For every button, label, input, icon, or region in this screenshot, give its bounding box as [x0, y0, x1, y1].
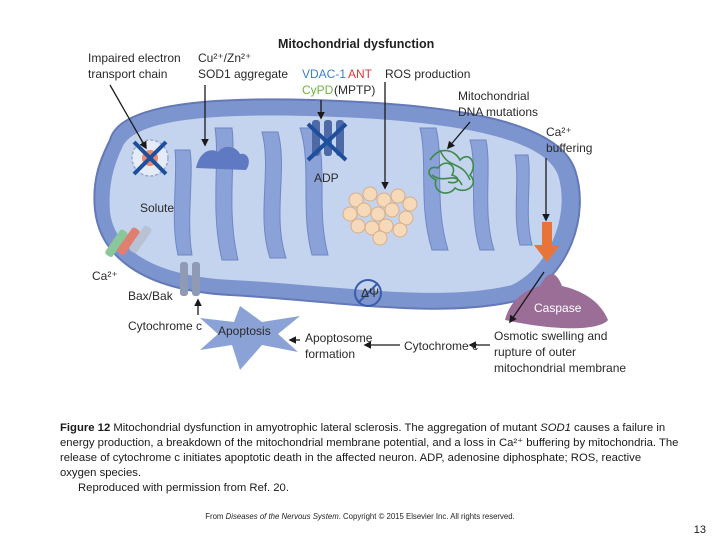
- figure-caption: Figure 12 Mitochondrial dysfunction in a…: [60, 421, 680, 496]
- inhibition-x-icon: [132, 140, 168, 176]
- source-suffix: . Copyright © 2015 Elsevier Inc. All rig…: [338, 512, 515, 521]
- sod1-aggregate-shape: [196, 146, 249, 170]
- label-delta-psi: ΔΨ: [361, 286, 379, 300]
- apoptosis-star: [200, 306, 300, 370]
- ros-cluster: [342, 186, 418, 246]
- label-apoptosis: Apoptosis: [218, 324, 271, 338]
- label-ca-left: Ca²⁺: [92, 269, 118, 283]
- source-book: Diseases of the Nervous System: [225, 512, 339, 521]
- label-ca-buffering-1: Ca²⁺: [546, 125, 572, 139]
- source-line: From Diseases of the Nervous System. Cop…: [0, 512, 720, 521]
- membrane-potential-lost-icon: [354, 279, 382, 307]
- mtdna-tangle: [428, 149, 475, 194]
- caption-reproduced: Reproduced with permission from Ref. 20.: [78, 482, 289, 494]
- label-ros-production: ROS production: [385, 67, 470, 81]
- caption-text-2: causes a failure in energy production, a…: [60, 422, 679, 479]
- label-cytochrome-c-right: Cytochrome c: [404, 339, 478, 353]
- label-bax-bak: Bax/Bak: [128, 289, 174, 303]
- label-ant: ANT: [348, 67, 373, 81]
- cristae: [173, 127, 533, 261]
- label-cypd: CyPD: [302, 83, 334, 97]
- figure-number: Figure 12: [60, 422, 111, 434]
- label-adp: ADP: [314, 171, 339, 185]
- label-impaired-etc-1: Impaired electron: [88, 51, 181, 65]
- page-number: 13: [693, 524, 706, 536]
- caption-text: Mitochondrial dysfunction in amyotrophic…: [110, 422, 541, 434]
- label-osmotic-3: mitochondrial membrane: [494, 361, 626, 375]
- label-mtdna-2: DNA mutations: [458, 105, 538, 119]
- label-sod1-aggregate: SOD1 aggregate: [198, 67, 288, 81]
- label-osmotic-1: Osmotic swelling and: [494, 329, 607, 343]
- label-apoptosome-2: formation: [305, 347, 355, 361]
- label-solute: Solute: [140, 201, 174, 215]
- bax-bak-channel: [180, 262, 200, 296]
- label-mtdna-1: Mitochondrial: [458, 89, 529, 103]
- source-prefix: From: [205, 512, 226, 521]
- label-mptp: (MPTP): [334, 83, 375, 97]
- vdac-ant-pore: [306, 120, 348, 162]
- electron-transport-complex: [131, 139, 169, 177]
- caspase-blob: [505, 274, 608, 329]
- label-vdac: VDAC-1: [302, 67, 346, 81]
- annotation-arrows: [109, 82, 550, 349]
- label-osmotic-2: rupture of outer: [494, 345, 576, 359]
- label-ca-buffering-2: buffering: [546, 141, 592, 155]
- mitochondrial-dysfunction-diagram: Mitochondrial dysfunction Impaired elect…: [88, 37, 626, 375]
- label-caspase: Caspase: [534, 301, 582, 315]
- label-cuzn: Cu²⁺/Zn²⁺: [198, 51, 251, 65]
- calcium-buffering-arrow: [534, 222, 560, 262]
- label-apoptosome-1: Apoptosome: [305, 331, 373, 345]
- diagram-title: Mitochondrial dysfunction: [278, 37, 434, 51]
- label-cytochrome-c-left: Cytochrome c: [128, 319, 202, 333]
- label-impaired-etc-2: transport chain: [88, 67, 167, 81]
- solute-transporter: [105, 225, 152, 257]
- inhibition-x-icon: [306, 122, 348, 162]
- caption-gene: SOD1: [540, 422, 571, 434]
